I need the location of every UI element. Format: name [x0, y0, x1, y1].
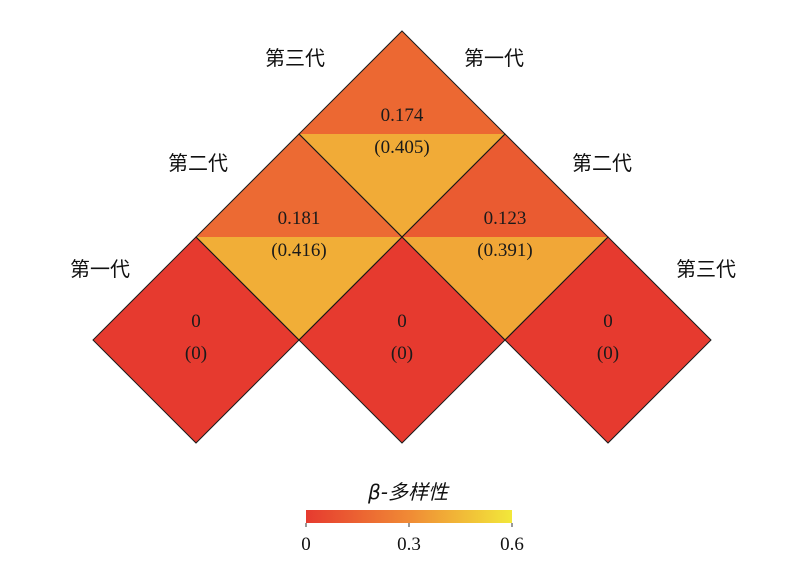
colorbar-tick-label: 0.6 [500, 534, 524, 555]
colorbar-ticks: 0 0.3 0.6 [301, 523, 524, 555]
heatmap-cell: 0 (0) [93, 237, 299, 443]
cell-value-label: 0.181 [278, 208, 321, 229]
colorbar-tick-label: 0.3 [397, 534, 421, 555]
cell-value-label-paren: (0.416) [271, 240, 326, 261]
cell-lower-half [299, 134, 505, 237]
right-label-gen1: 第一代 [464, 46, 524, 70]
cell-value-label: 0.123 [484, 208, 527, 229]
cell-outline [298, 30, 506, 238]
colorbar-title: β-多样性 [367, 480, 450, 504]
heatmap-cell: 0.181 (0.416) [196, 134, 402, 340]
colorbar-gradient [306, 510, 512, 523]
generation-labels: 第一代 第二代 第三代 第一代 第二代 第三代 [70, 46, 736, 281]
cell-value-label: 0.174 [381, 105, 424, 126]
heatmap-cell: 0.123 (0.391) [402, 134, 608, 340]
heatmap-cell: 0 (0) [505, 237, 711, 443]
cell-value-label-paren: (0) [597, 343, 619, 364]
heatmap-cell: 0.174 (0.405) [299, 31, 505, 237]
left-label-gen2: 第二代 [168, 151, 228, 175]
cell-upper-half [505, 237, 711, 340]
cell-value-label-paren: (0) [185, 343, 207, 364]
right-label-gen3: 第三代 [676, 257, 736, 281]
cell-lower-half [505, 340, 711, 443]
right-label-gen2: 第二代 [572, 151, 632, 175]
cell-lower-half [299, 340, 505, 443]
colorbar: β-多样性 0 0.3 0.6 [301, 480, 524, 555]
cell-upper-half [299, 31, 505, 134]
left-label-gen3: 第三代 [265, 46, 325, 70]
cell-value-label-paren: (0.391) [477, 240, 532, 261]
left-label-gen1: 第一代 [70, 257, 130, 281]
cell-upper-half [196, 134, 402, 237]
cell-lower-half [93, 340, 299, 443]
cell-value-label-paren: (0) [391, 343, 413, 364]
colorbar-tick-label: 0 [301, 534, 311, 555]
cell-value-label: 0 [397, 311, 407, 332]
cells-layer: 0 (0) 0 (0) 0 (0) 0.181 (0.416) 0.123 (0.391) 0.17… [92, 30, 712, 444]
cell-upper-half [93, 237, 299, 340]
cell-lower-half [402, 237, 608, 340]
cell-value-label: 0 [191, 311, 201, 332]
cell-upper-half [402, 134, 608, 237]
heatmap-cell: 0 (0) [299, 237, 505, 443]
cell-lower-half [196, 237, 402, 340]
cell-value-label-paren: (0.405) [374, 137, 429, 158]
cell-outlines [92, 30, 712, 444]
cell-upper-half [299, 237, 505, 340]
cell-value-label: 0 [603, 311, 613, 332]
